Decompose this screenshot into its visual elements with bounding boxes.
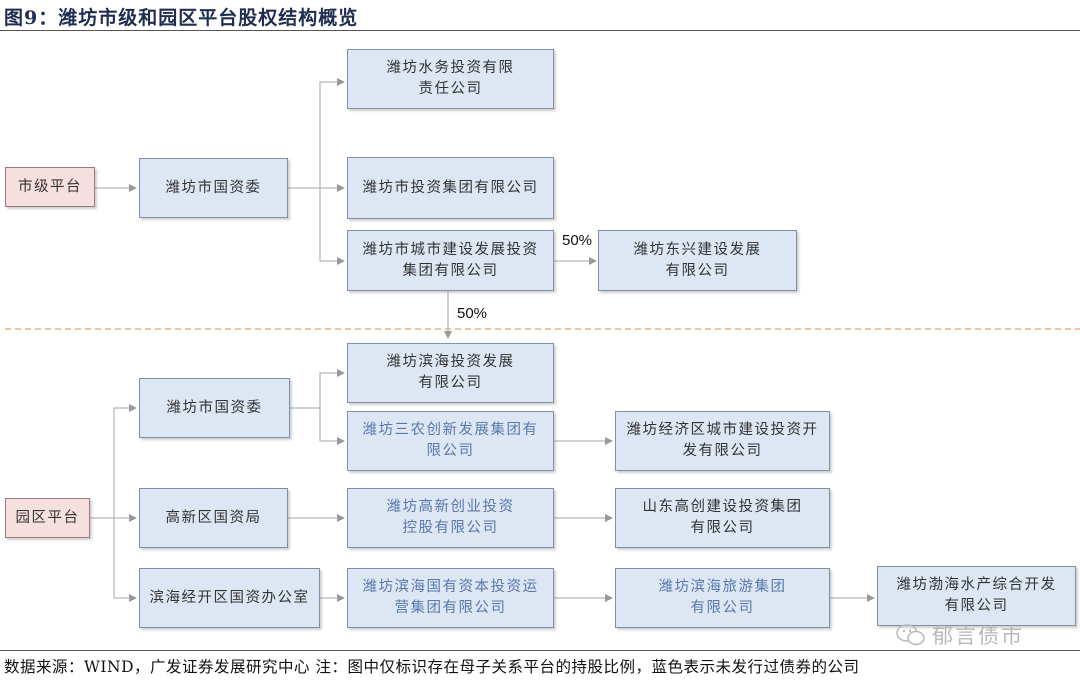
node-water: 潍坊水务投资有限 责任公司 [347,49,554,109]
node-gaoxin-venture: 潍坊高新创业投资 控股有限公司 [347,488,554,548]
node-econ-zone: 潍坊经济区城市建设投资开 发有限公司 [615,411,830,471]
node-dongxing: 潍坊东兴建设发展 有限公司 [598,230,797,291]
top-rule [0,30,1080,31]
node-binhai-office: 滨海经开区国资办公室 [139,568,320,628]
edge-sasac2-to-sannong [319,408,345,445]
node-urban-build: 潍坊市城市建设发展投资 集团有限公司 [347,230,554,291]
figure-title: 图9：潍坊市级和园区平台股权结构概览 [4,7,359,29]
share-lower: 50% [457,305,488,322]
watermark-text: 郁言债市 [932,624,1024,648]
bottom-rule [0,650,1080,651]
node-bohai-aqua: 潍坊渤海水产综合开发 有限公司 [877,566,1076,626]
edge-sasac-to-water [319,78,345,188]
edge-sasac2-to-binhai [290,369,345,409]
node-shandong-gaochuang: 山东高创建设投资集团 有限公司 [615,488,830,548]
park-level-label: 园区平台 [5,498,90,538]
share-dongxing: 50% [562,232,593,249]
edge-park-to-binhai-office [113,518,137,602]
edge-park-to-sasac [90,404,137,519]
city-level-label: 市级平台 [5,167,95,207]
wechat-icon [896,624,925,646]
node-city-sasac: 潍坊市国资委 [139,158,288,218]
node-binhai-tourism: 潍坊滨海旅游集团 有限公司 [615,568,830,628]
node-park-sasac: 潍坊市国资委 [139,378,290,438]
node-sannong: 潍坊三农创新发展集团有 限公司 [347,411,554,471]
node-binhai-invest: 潍坊滨海投资发展 有限公司 [347,343,554,403]
source-footnote: 数据来源：WIND，广发证券发展研究中心 注：图中仅标识存在母子关系平台的持股比… [4,658,860,676]
node-binhai-capital: 潍坊滨海国有资本投资运 营集团有限公司 [347,568,554,628]
node-hightech-bureau: 高新区国资局 [139,488,288,548]
node-invest-group: 潍坊市投资集团有限公司 [347,157,554,219]
edge-sasac-to-urban [319,188,345,265]
watermark: 郁言债市 [896,620,1024,650]
